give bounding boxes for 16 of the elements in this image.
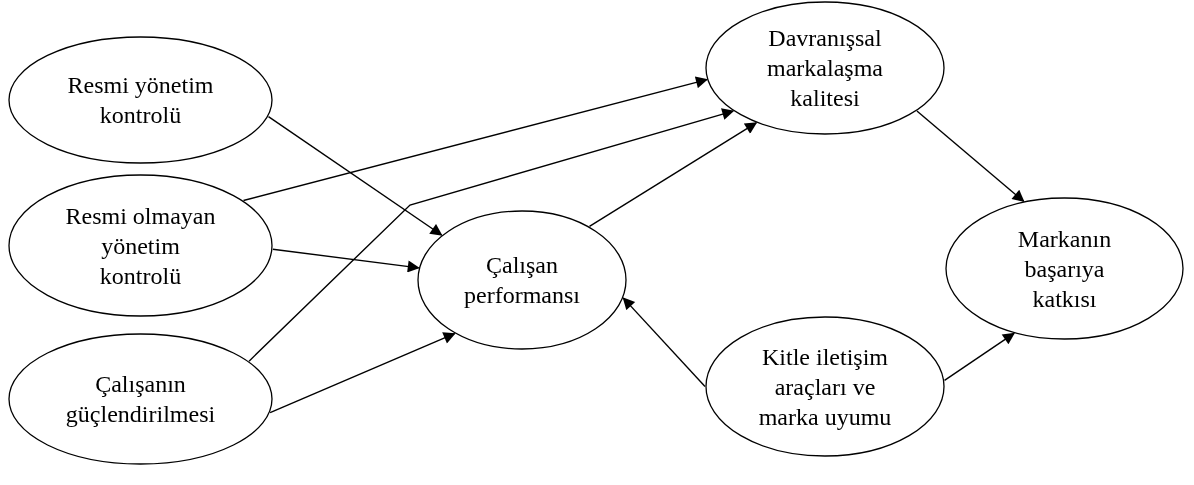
node-label: Davranışsal markalaşma kalitesi bbox=[766, 24, 884, 113]
arrow bbox=[272, 248, 420, 273]
node-label: Çalışanın güçlendirilmesi bbox=[64, 370, 217, 429]
arrow bbox=[269, 332, 456, 414]
arrow bbox=[588, 122, 758, 228]
node-label: Markanın başarıya katkısı bbox=[1016, 224, 1113, 314]
arrow bbox=[248, 108, 735, 362]
arrow bbox=[622, 297, 706, 388]
node-label: Resmi olmayan yönetim kontrolü bbox=[64, 201, 217, 291]
node-label: Çalışan performansı bbox=[463, 251, 581, 310]
arrow bbox=[242, 76, 708, 202]
arrow bbox=[267, 115, 443, 236]
node-label: Resmi yönetim kontrolü bbox=[66, 71, 215, 130]
arrow bbox=[943, 332, 1015, 382]
arrow bbox=[916, 110, 1025, 203]
node-label: Kitle iletişim araçları ve marka uyumu bbox=[757, 342, 893, 432]
